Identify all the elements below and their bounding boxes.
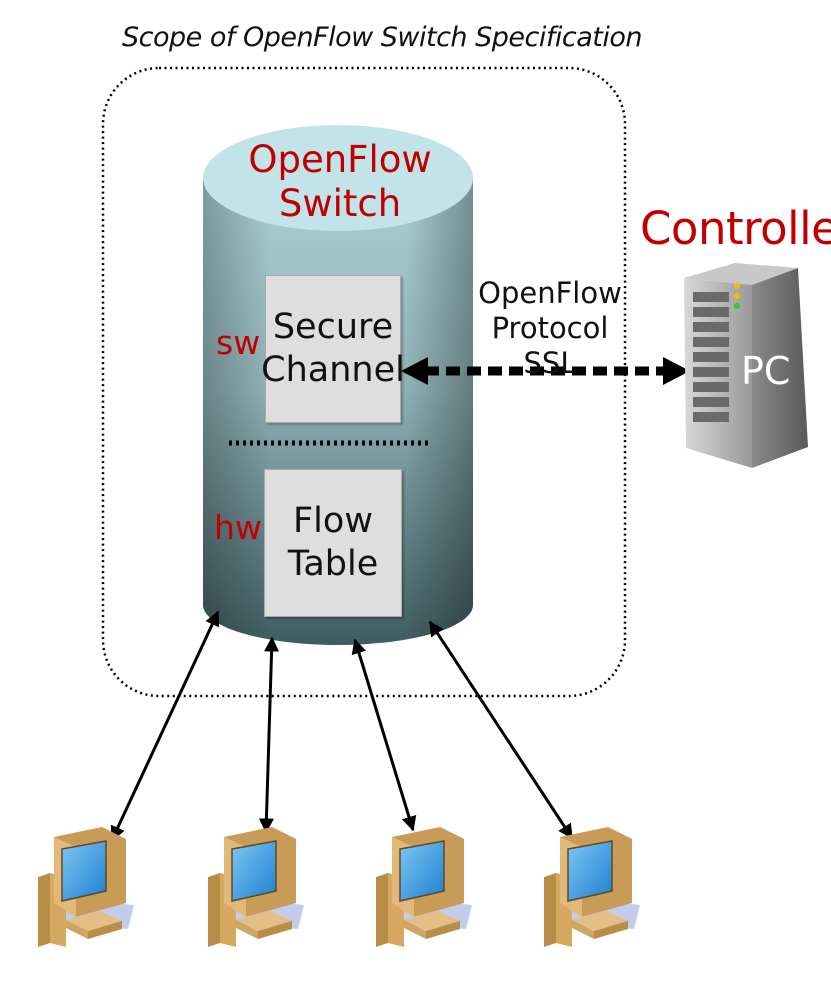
host-link-1 [110, 610, 220, 842]
protocol-label: OpenFlow Protocol SSL [470, 276, 630, 380]
scope-title: Scope of OpenFlow Switch Specification [122, 22, 642, 53]
protocol-line-1: OpenFlow [478, 276, 622, 310]
sw-label: sw [216, 323, 261, 362]
host-computer-icon [543, 826, 641, 948]
host-computer-icon [375, 826, 473, 948]
protocol-line-3: SSL [523, 345, 577, 380]
protocol-arrowhead-right [663, 357, 690, 385]
protocol-arrowhead-left [401, 357, 428, 385]
protocol-line-2: Protocol [491, 310, 609, 345]
host-computer-icon [37, 826, 135, 948]
hw-label: hw [214, 508, 262, 547]
scope-boundary [101, 66, 627, 698]
host-link-3 [351, 638, 417, 832]
flow-table-box: Flow Table [264, 469, 402, 617]
host-link-4 [428, 620, 574, 840]
secure-channel-box: Secure Channel [261, 275, 405, 423]
secure-channel-label: Secure Channel [261, 307, 405, 390]
switch-title: OpenFlow Switch [248, 138, 432, 225]
host-link-2 [258, 636, 280, 834]
server-icon [684, 263, 808, 468]
flow-table-label: Flow Table [287, 501, 379, 584]
pc-label: PC [741, 349, 791, 393]
controller-title: Controller [640, 202, 831, 255]
host-computer-icon [207, 826, 305, 948]
